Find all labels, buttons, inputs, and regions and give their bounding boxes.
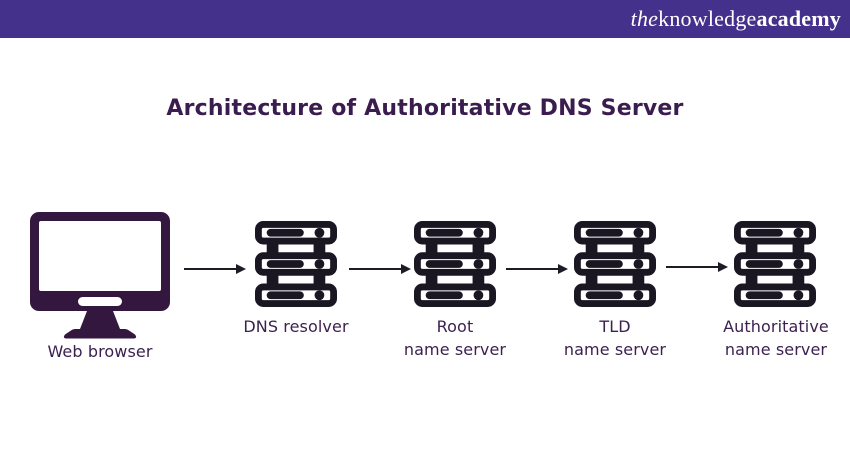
arrow-right-icon: [666, 258, 728, 277]
server-stack-icon: [574, 221, 656, 311]
page-title: Architecture of Authoritative DNS Server: [166, 96, 684, 121]
node-label-dns-resolver: DNS resolver: [243, 317, 349, 336]
logo-knowledge: knowledge: [658, 6, 757, 31]
node-label-tld-name-server: TLD name server: [563, 317, 667, 359]
server-stack-icon: [414, 221, 496, 311]
arrow-right-icon: [506, 260, 568, 279]
brand-logo: theknowledgeacademy: [631, 8, 841, 30]
monitor-icon: [30, 212, 170, 343]
logo-academy: academy: [756, 6, 841, 31]
logo-the: the: [630, 6, 659, 31]
node-label-authoritative-name-server: Authoritative name server: [723, 317, 829, 359]
server-stack-icon: [734, 221, 816, 311]
arrow-right-icon: [349, 260, 411, 279]
node-label-web-browser: Web browser: [47, 342, 153, 361]
arrow-right-icon: [184, 260, 246, 279]
header-bar: theknowledgeacademy: [0, 0, 850, 38]
node-label-root-name-server: Root name server: [403, 317, 507, 359]
server-stack-icon: [255, 221, 337, 311]
